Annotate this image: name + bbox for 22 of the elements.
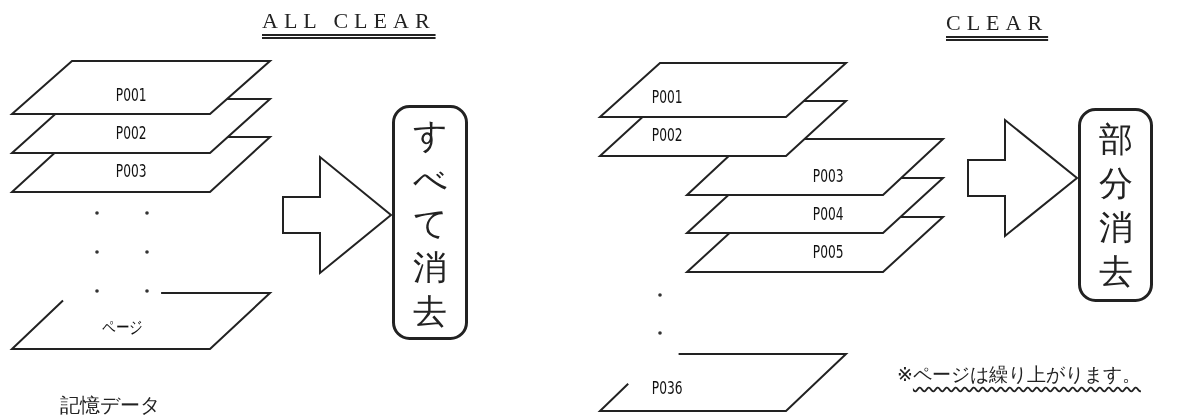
page-sheet <box>600 353 846 412</box>
page-label: P002 <box>651 125 683 145</box>
page-label: ページ <box>102 317 143 337</box>
page-sheet <box>687 138 943 196</box>
process-box <box>392 105 468 340</box>
page-sheet <box>600 62 846 118</box>
page-label: P001 <box>115 85 147 105</box>
page-label: P005 <box>812 242 844 262</box>
process-box <box>1078 108 1153 302</box>
page-label: P036 <box>651 378 683 398</box>
page-sheet <box>12 292 270 350</box>
page-label: P001 <box>651 87 683 107</box>
caption: 記憶データ <box>60 393 160 417</box>
page-label: P003 <box>812 166 844 186</box>
box-label: 部分消去 <box>1097 118 1134 293</box>
page-sheet <box>12 60 270 115</box>
box-label: すべて消去 <box>411 113 449 333</box>
page-label: P004 <box>812 204 844 224</box>
page-label: P002 <box>115 123 147 143</box>
block-arrow <box>282 154 393 276</box>
page-label: P003 <box>115 161 147 181</box>
block-arrow <box>967 117 1079 239</box>
